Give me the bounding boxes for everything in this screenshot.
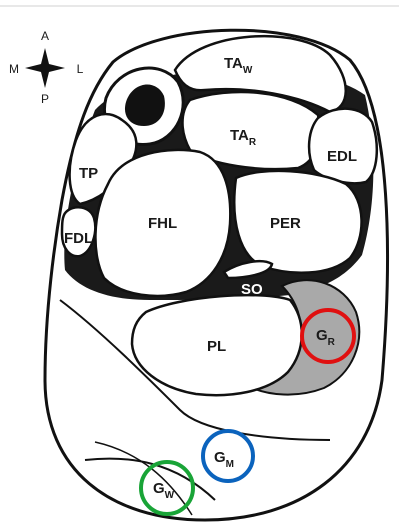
label-per: PER: [270, 215, 301, 232]
compass-lateral: L: [77, 62, 84, 76]
label-edl: EDL: [327, 148, 357, 165]
label-fdl: FDL: [64, 230, 93, 247]
label-fhl: FHL: [148, 215, 177, 232]
compass-rose: A P M L: [9, 29, 84, 106]
label-pl: PL: [207, 338, 226, 355]
compass-arrow-icon: [25, 48, 65, 88]
muscle-edl: [309, 109, 377, 184]
compass-anterior: A: [41, 29, 49, 43]
label-so: SO: [241, 281, 263, 298]
compass-posterior: P: [41, 92, 49, 106]
compass-medial: M: [9, 62, 19, 76]
label-tp: TP: [79, 165, 98, 182]
